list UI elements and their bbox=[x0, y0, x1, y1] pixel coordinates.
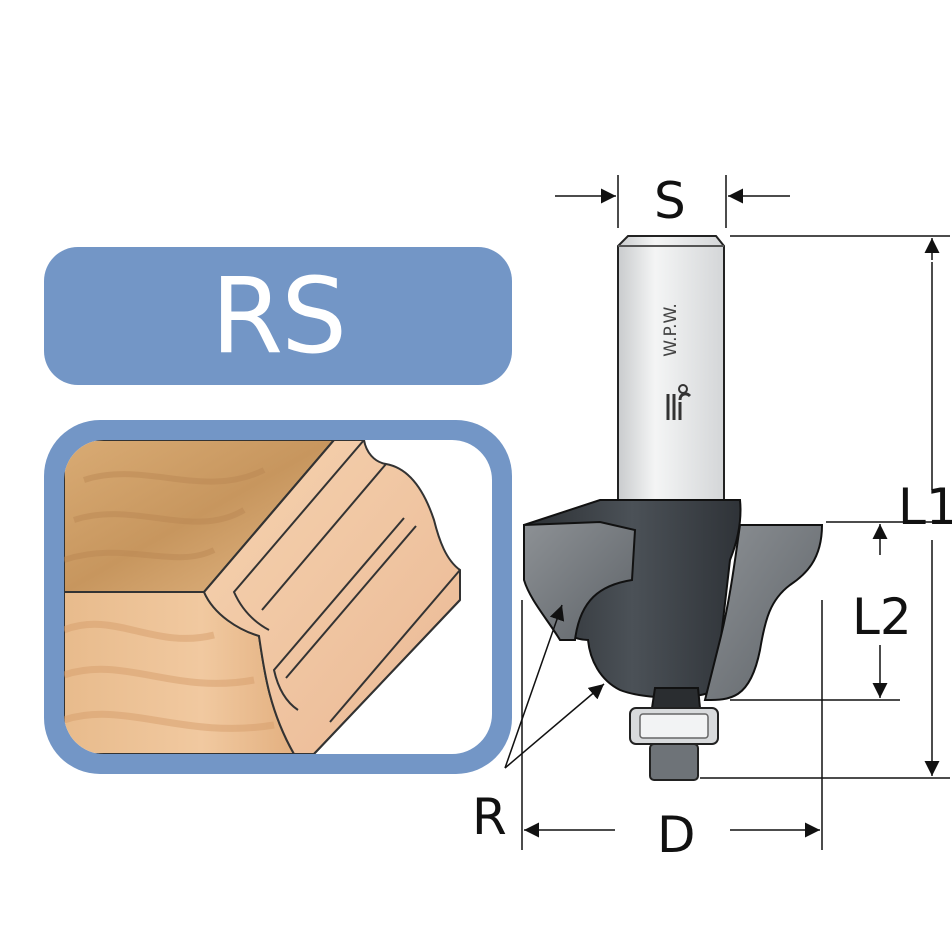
dimension-l2-label: L2 bbox=[852, 588, 912, 646]
shank-brand-text: W.P.W. bbox=[661, 303, 681, 357]
profile-code-label: RS bbox=[210, 255, 347, 377]
profile-preview bbox=[64, 440, 492, 754]
wood-profile-illustration bbox=[64, 440, 461, 754]
profile-preview-frame bbox=[44, 420, 512, 774]
wpw-logo-icon bbox=[666, 384, 692, 420]
dimension-d-label: D bbox=[657, 806, 696, 864]
right-carbide-blade bbox=[703, 524, 824, 702]
dimension-l1-label: L1 bbox=[898, 478, 952, 536]
dimension-r-label: R bbox=[472, 788, 507, 846]
profile-code-badge: RS bbox=[44, 247, 512, 385]
shank bbox=[617, 235, 725, 506]
dimension-s-label: S bbox=[654, 172, 686, 230]
bearing-screw bbox=[649, 743, 699, 781]
